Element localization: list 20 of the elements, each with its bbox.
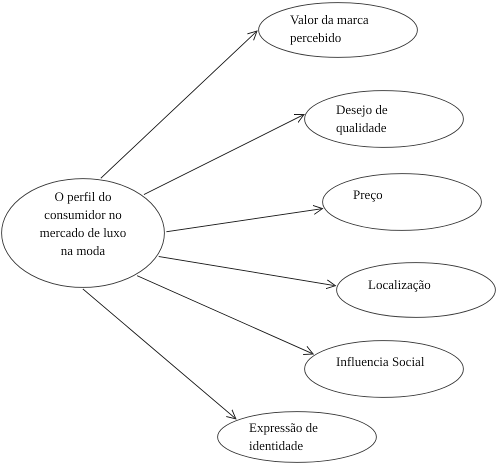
ellipse-node bbox=[304, 340, 464, 398]
node-text: Valor da marca percebido bbox=[290, 11, 370, 47]
node-text: Influencia Social bbox=[336, 353, 426, 371]
node-text: Preço bbox=[353, 186, 384, 204]
arrow bbox=[166, 204, 323, 232]
ellipse-node bbox=[322, 173, 482, 231]
arrow bbox=[143, 114, 304, 196]
arrow bbox=[82, 288, 236, 420]
ellipse-node bbox=[336, 262, 496, 318]
arrow bbox=[158, 256, 336, 290]
ellipse-node bbox=[217, 411, 377, 463]
node-text: O perfil do consumidor no mercado de luxo na moda bbox=[38, 188, 128, 260]
ellipse-node bbox=[304, 90, 464, 148]
node-text: Desejo de qualidade bbox=[336, 101, 389, 137]
node-text: Expressão de identidade bbox=[249, 419, 319, 455]
ellipse-node bbox=[258, 2, 418, 58]
arrow bbox=[136, 275, 314, 355]
ellipse-node bbox=[1, 178, 165, 288]
arrow bbox=[100, 30, 258, 179]
node-text: Localização bbox=[368, 276, 432, 294]
